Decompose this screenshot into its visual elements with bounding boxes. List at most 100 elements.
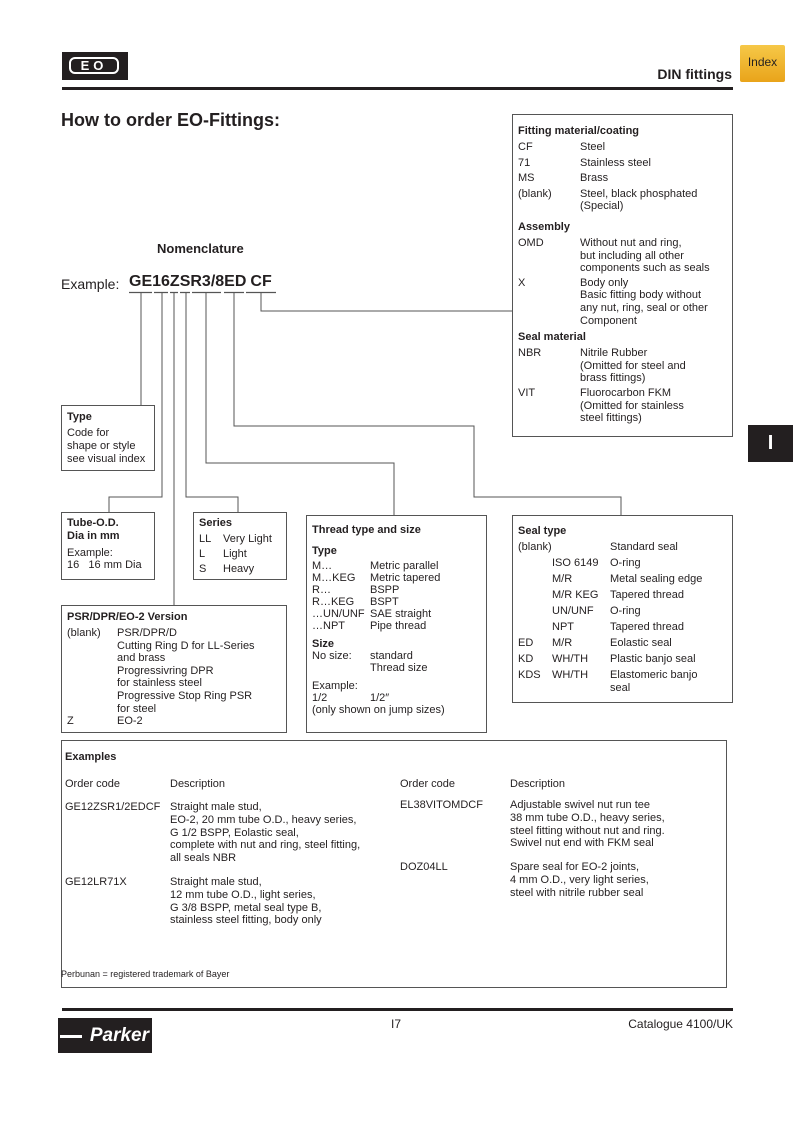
seal-description: Elastomeric banjo seal	[610, 669, 698, 694]
seal-type-row: M/R KEG Tapered thread	[518, 589, 727, 602]
seal-code	[518, 605, 552, 618]
col-order-code-left: Order code	[65, 778, 121, 790]
seal-thread: WH/TH	[552, 653, 589, 665]
psr-row: (blank)PSR/DPR/D Cutting Ring D for LL-S…	[67, 627, 255, 715]
example-code: GE12ZSR1/2EDCF	[65, 801, 161, 813]
chapter-tab[interactable]: I	[748, 425, 793, 462]
code-part-material: CF	[250, 273, 272, 290]
trademark-footnote: Perbunan = registered trademark of Bayer	[61, 969, 230, 979]
code-part-tube: 16	[152, 273, 170, 290]
psr-heading: PSR/DPR/EO-2 Version	[67, 611, 188, 623]
material-heading: Fitting material/coating	[518, 125, 640, 137]
thread-box: Thread type and size Type M…Metric paral…	[306, 515, 487, 733]
assembly-heading: Assembly	[518, 220, 570, 233]
thread-size-row: No size:standard Thread size	[312, 650, 428, 674]
nomenclature-heading: Nomenclature	[157, 241, 244, 256]
example-description: Spare seal for EO-2 joints, 4 mm O.D., v…	[510, 861, 649, 899]
parker-logo: Parker	[58, 1018, 152, 1053]
seal-description: Tapered thread	[610, 621, 684, 633]
tube-od-box: Tube-O.D. Dia in mm Example: 16 16 mm Di…	[61, 512, 155, 580]
psr-version-box: PSR/DPR/EO-2 Version (blank)PSR/DPR/D Cu…	[61, 605, 287, 733]
col-description-right: Description	[510, 778, 566, 790]
col-order-code-right: Order code	[400, 778, 456, 790]
thread-type-heading: Type	[312, 545, 337, 557]
seal-thread: WH/TH	[552, 669, 589, 681]
code-part-type: GE	[129, 273, 153, 290]
example-description: Straight male stud, 12 mm tube O.D., lig…	[170, 876, 322, 927]
thread-size-heading: Size	[312, 638, 335, 650]
seal-code	[518, 589, 552, 602]
col-description-left: Description	[170, 778, 226, 790]
example-code: DOZ04LL	[400, 861, 448, 873]
seal-description: Tapered thread	[610, 589, 684, 601]
seal-thread: NPT	[552, 621, 574, 633]
seal-code: KDS	[518, 669, 541, 681]
seal-description: O-ring	[610, 605, 641, 617]
page-title: How to order EO-Fittings:	[61, 110, 280, 130]
examples-heading: Examples	[65, 751, 117, 763]
code-part-series: S	[179, 273, 191, 290]
seal-description: Plastic banjo seal	[610, 653, 696, 665]
seal-thread: ISO 6149	[552, 557, 599, 569]
seal-type-heading: Seal type	[518, 525, 567, 537]
seal-type-row: NPT Tapered thread	[518, 621, 727, 634]
seal-thread: M/R KEG	[552, 589, 599, 601]
type-heading: Type	[67, 411, 92, 423]
thread-heading: Thread type and size	[312, 524, 421, 536]
seal-code: (blank)	[518, 541, 552, 553]
example-description: Adjustable swivel nut run tee 38 mm tube…	[510, 799, 665, 850]
seal-thread: M/R	[552, 637, 573, 649]
code-part-version: Z	[169, 273, 180, 290]
seal-thread: UN/UNF	[552, 605, 594, 617]
parker-logo-text: Parker	[89, 1025, 149, 1046]
seal-description: Eolastic seal	[610, 637, 672, 649]
eo-logo-mark: EO	[69, 57, 119, 74]
type-text: Code for shape or style see visual index	[67, 427, 146, 465]
index-tab[interactable]: Index	[740, 45, 785, 82]
seal-code	[518, 573, 552, 586]
seal-code: KD	[518, 653, 534, 665]
seal-type-row: KD WH/TH Plastic banjo seal	[518, 653, 727, 666]
eo-logo: EO	[62, 52, 128, 80]
thread-example-label: Example:	[312, 680, 358, 692]
section-title: DIN fittings	[657, 66, 732, 82]
tube-heading: Tube-O.D. Dia in mm	[67, 517, 120, 542]
page-number: I7	[391, 1017, 402, 1031]
seal-code	[518, 621, 552, 634]
material-row: (blank)Steel, black phosphated (Special)	[518, 187, 698, 213]
catalogue-label: Catalogue 4100/UK	[628, 1017, 733, 1031]
thread-type-row: R…BSPP	[312, 584, 400, 596]
thread-note: (only shown on jump sizes)	[312, 704, 445, 716]
code-part-thread: R3/8	[190, 273, 225, 290]
tube-example-label: Example:	[67, 546, 113, 559]
seal-thread	[552, 541, 610, 554]
example-label: Example:	[61, 276, 120, 292]
series-heading: Series	[199, 517, 233, 529]
footer-rule	[62, 1008, 733, 1011]
code-part-seal: ED	[224, 273, 247, 290]
seal-thread: M/R	[552, 573, 573, 585]
type-box: Type Code for shape or style see visual …	[61, 405, 155, 471]
